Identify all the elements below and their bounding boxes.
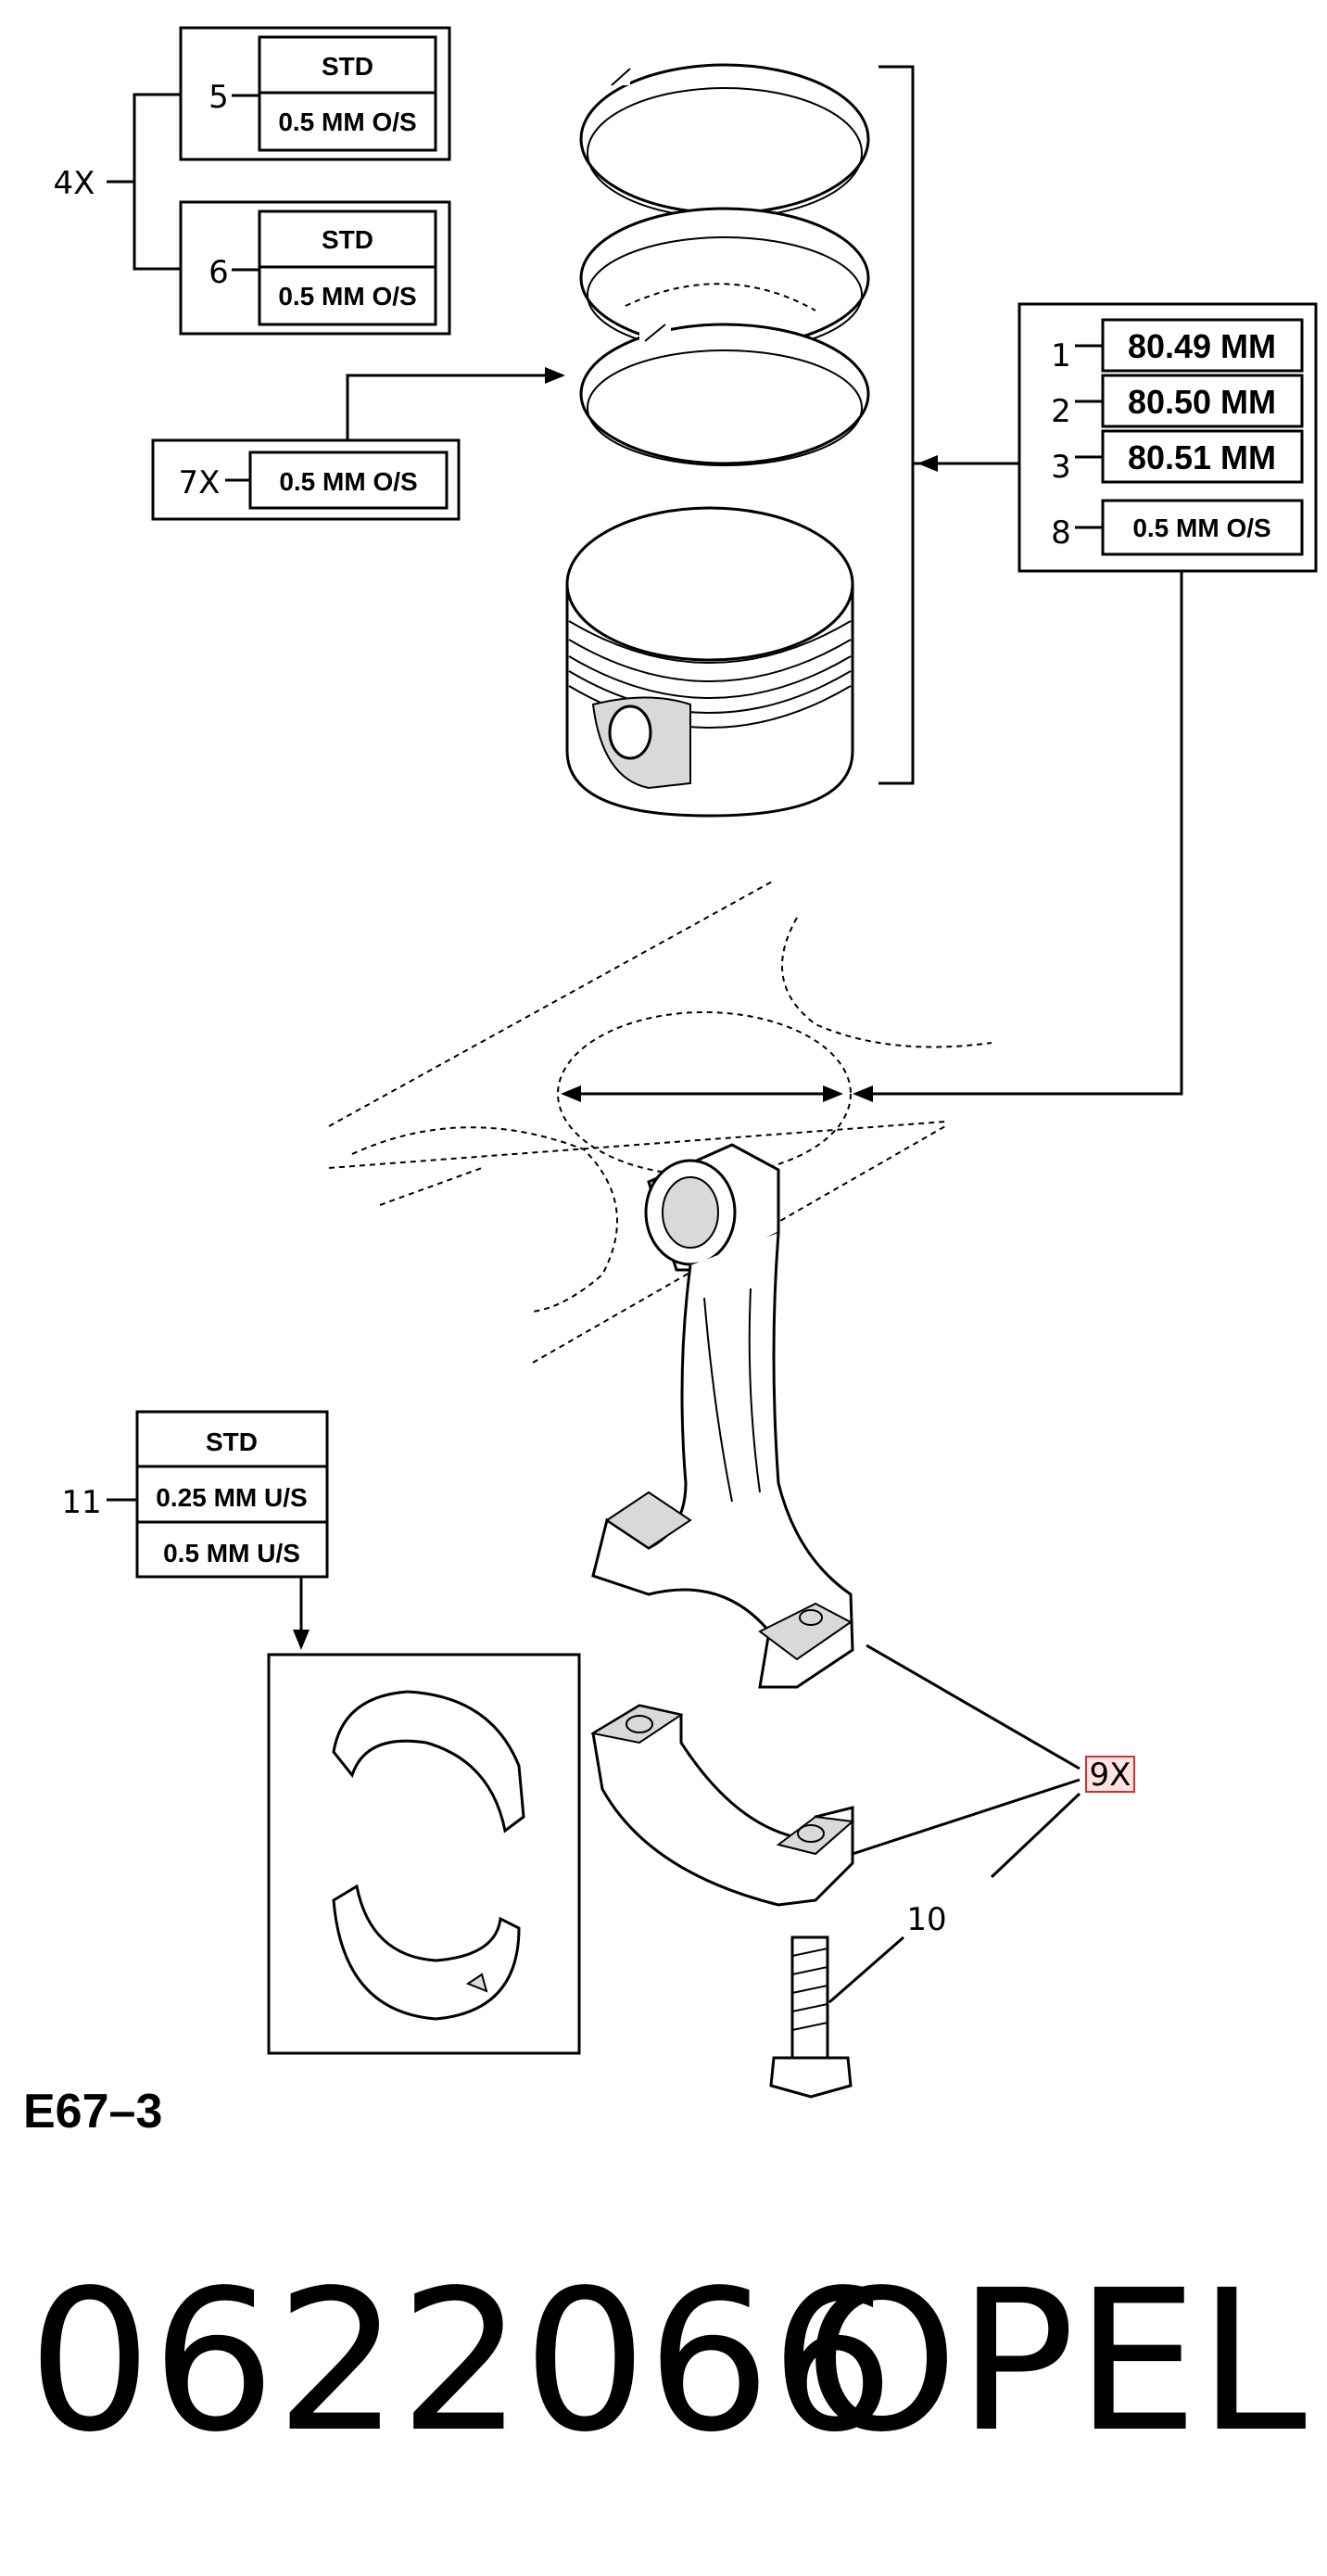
piston-size-oversize: 0.5 MM O/S [1132,514,1270,542]
connecting-rod [591,1143,854,1689]
callout-9x-group: 9X [852,1643,1135,1879]
ring-box-6-cell-2 [258,265,437,326]
arrowhead-7x [545,367,565,384]
callout-8: 8 [1051,514,1071,552]
callout-3: 3 [1051,449,1071,486]
part-number: 0622066 [28,2248,894,2475]
piston-rings [579,63,870,466]
piston-size-box: 80.49 MM 80.50 MM 80.51 MM 0.5 MM O/S 1 … [1017,302,1318,573]
piston-size-3: 80.51 MM [1128,438,1276,476]
figure-code: E67–3 [23,2085,162,2138]
piston-size-box-outer [1017,302,1318,573]
bearing-size-box-outer [135,1410,329,1579]
cylinder-bore [557,1011,852,1176]
bearing-size-05-us: 0.5 MM U/S [163,1539,300,1567]
bearing-size-box: STD 0.25 MM U/S 0.5 MM U/S 11 [61,1410,329,1650]
bearing-shell-upper [332,1690,525,1834]
callout-2: 2 [1051,393,1071,430]
ring-box-5-std: STD [322,52,373,81]
bearing-size-std: STD [206,1428,258,1456]
ring-box-5-group: STD 0.5 MM O/S 5 [179,26,451,161]
callout-6: 6 [209,254,229,291]
callout-1: 1 [1051,337,1071,374]
callout-7x: 7X [179,464,221,501]
callout-9x-highlight [1085,1756,1135,1793]
rod-bolt [769,1935,853,2099]
piston-assembly-bracket [878,65,915,785]
piston-size-1: 80.49 MM [1128,327,1276,365]
bearing-shells-frame [267,1653,581,2055]
bearing-size-025-us: 0.25 MM U/S [156,1483,307,1512]
bearing-shells-panel [267,1653,581,2055]
cylinder-block [328,880,992,1364]
bolt-head [769,2056,853,2099]
callout-10: 10 [906,1901,946,1938]
ring-box-7-oversize: 0.5 MM O/S [279,467,417,496]
ring-box-7-outer [151,438,461,521]
ring-box-7-group: 0.5 MM O/S 7X [151,367,565,521]
ring-box-5-cell-2 [258,91,437,152]
piston-pin-bore [608,704,652,760]
bearing-cap [590,1704,855,1907]
bracket-4x: 4X [54,93,181,271]
leader-bore-diameter [866,571,1183,1096]
ring-box-6-group: STD 0.5 MM O/S 6 [179,200,451,336]
piston-size-2: 80.50 MM [1128,383,1276,421]
leader-7x [346,374,551,440]
piston [565,506,854,818]
ring-box-6-std: STD [322,225,373,254]
brand-name: OPEL [804,2248,1307,2475]
callout-9x: 9X [1090,1757,1131,1794]
ring-box-5-oversize: 0.5 MM O/S [278,108,416,136]
oil-control-ring [579,323,870,465]
rod-beam [591,1232,854,1689]
callout-5: 5 [209,79,229,116]
callout-11: 11 [61,1484,101,1521]
piston-crown [565,506,854,662]
callout-4x: 4X [54,165,95,202]
ring-box-6-oversize: 0.5 MM O/S [278,282,416,311]
